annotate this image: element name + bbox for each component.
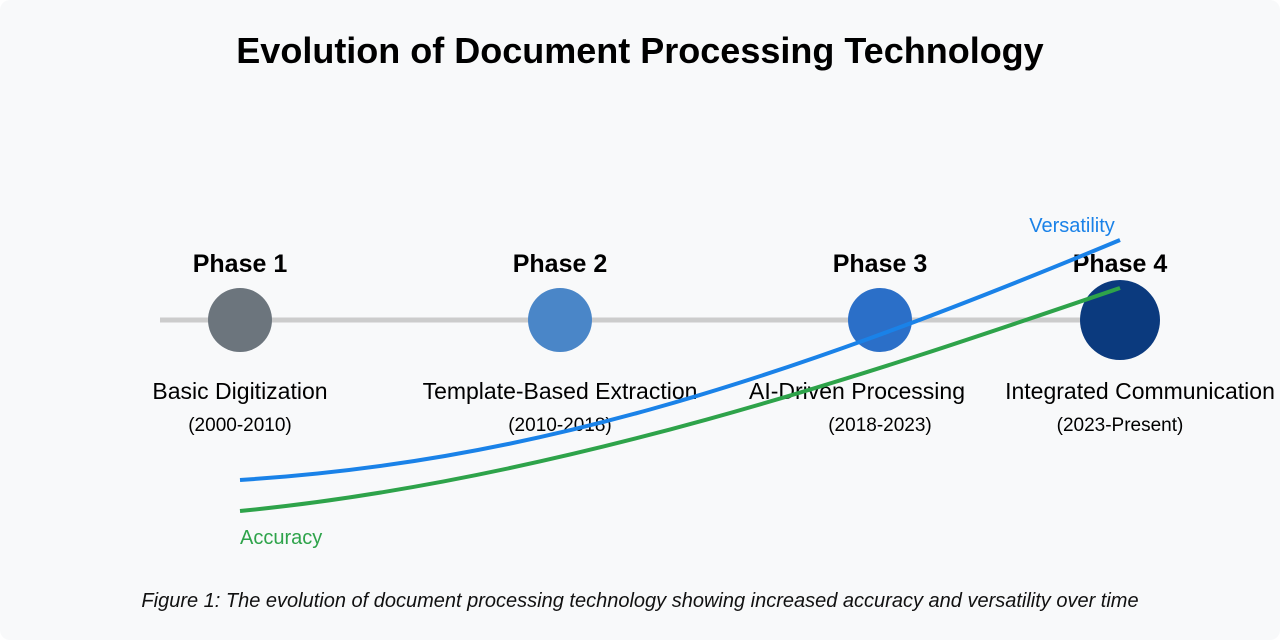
phase-2-marker (528, 288, 592, 352)
phase-4-marker (1080, 280, 1160, 360)
phase-1-marker (208, 288, 272, 352)
phase-4-name: Integrated Communication (1005, 378, 1275, 404)
phase-3: Phase 3 AI-Driven Processing (2018-2023) (749, 250, 965, 436)
phase-3-marker (848, 288, 912, 352)
accuracy-label: Accuracy (240, 527, 322, 549)
phase-2-name: Template-Based Extraction (423, 378, 698, 404)
phase-4-period: (2023-Present) (1057, 415, 1184, 436)
phase-3-label: Phase 3 (833, 250, 928, 278)
versatility-curve (239, 238, 1121, 482)
phase-1: Phase 1 Basic Digitization (2000-2010) (152, 250, 327, 436)
phase-3-period: (2018-2023) (828, 415, 932, 436)
diagram-title: Evolution of Document Processing Technol… (236, 30, 1043, 71)
accuracy-curve (239, 286, 1121, 513)
phase-2: Phase 2 Template-Based Extraction (2010-… (423, 250, 698, 436)
phase-4: Phase 4 Integrated Communication (2023-P… (1005, 250, 1275, 436)
phase-2-period: (2010-2018) (508, 415, 612, 436)
phase-1-period: (2000-2010) (188, 415, 292, 436)
phase-3-name: AI-Driven Processing (749, 378, 965, 404)
phase-1-name: Basic Digitization (152, 378, 327, 404)
phase-1-label: Phase 1 (193, 250, 288, 278)
versatility-label: Versatility (1029, 215, 1115, 237)
figure-caption: Figure 1: The evolution of document proc… (141, 590, 1138, 612)
phase-2-label: Phase 2 (513, 250, 608, 278)
